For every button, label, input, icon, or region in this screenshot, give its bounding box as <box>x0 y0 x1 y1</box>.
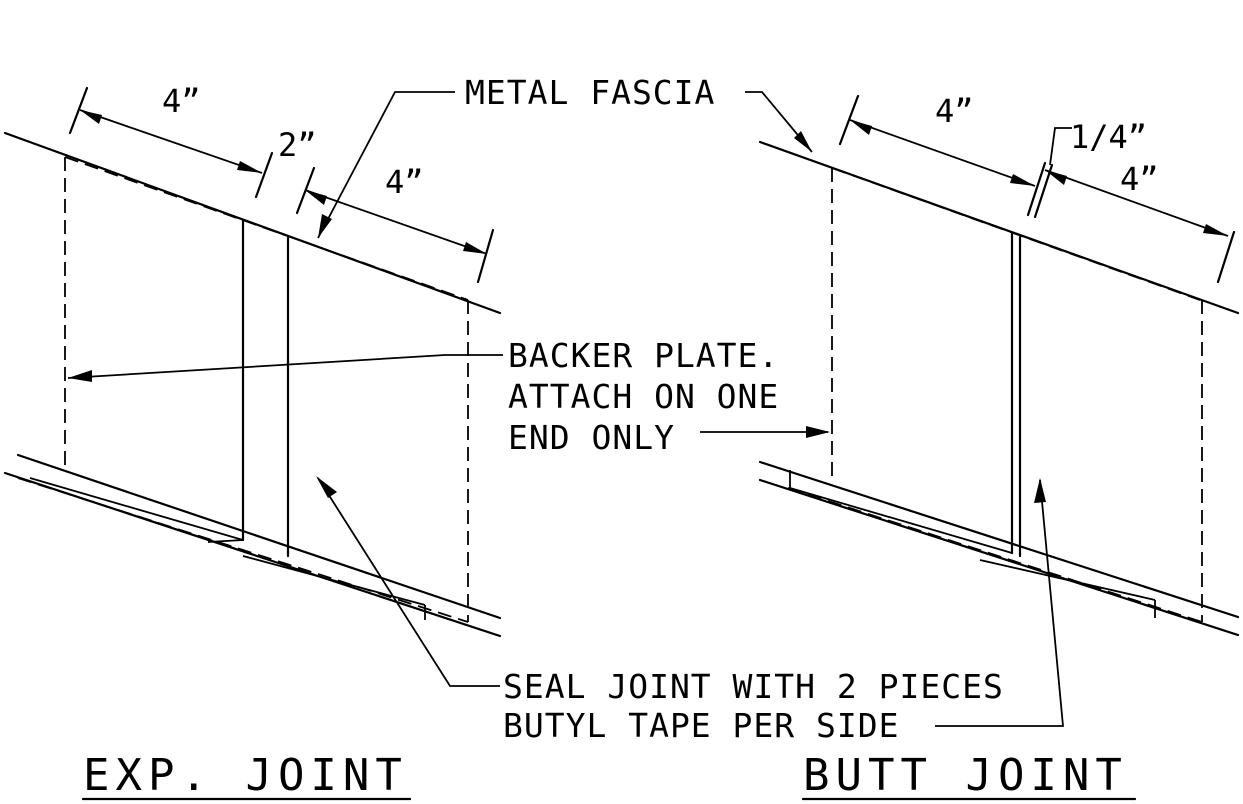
label-metal-fascia: METAL FASCIA <box>465 73 715 112</box>
dim-label-left-a: 4” <box>162 82 201 120</box>
dim-arrow <box>463 242 487 254</box>
title-exp-joint: EXP. JOINT <box>83 750 408 801</box>
dim-arrow <box>237 161 262 173</box>
dim-label-right-gap: 1/4” <box>1070 118 1147 156</box>
dim-tick-right <box>476 228 495 284</box>
dim-line-4in-b <box>1044 169 1229 237</box>
backer-plate-top <box>831 167 1201 301</box>
label-backer-line2: ATTACH ON ONE <box>508 377 779 416</box>
leader-arrow <box>316 476 337 498</box>
callout-backer-plate: BACKER PLATE. ATTACH ON ONE END ONLY <box>67 336 830 457</box>
label-backer-line3: END ONLY <box>508 418 675 457</box>
dim-line-4in-a <box>849 119 1036 187</box>
dim-label-left-b: 4” <box>385 163 424 201</box>
leader-arrow <box>806 426 830 438</box>
leader-seal-joint-right <box>935 479 1064 727</box>
fascia-bottom-edge <box>758 478 1240 637</box>
label-seal-line1: SEAL JOINT WITH 2 PIECES <box>503 667 1004 706</box>
dim-tick-right <box>1216 230 1236 284</box>
leader-seal-joint-left <box>317 477 500 687</box>
callout-seal-joint: SEAL JOINT WITH 2 PIECES BUTYL TAPE PER … <box>316 476 1064 745</box>
dim-arrow <box>305 190 327 205</box>
dim-tick-left <box>838 94 860 146</box>
butyl-tape-left <box>29 477 244 541</box>
leader-backer-plate <box>67 354 503 379</box>
backer-plate-bottom <box>17 477 469 623</box>
backer-plate-bottom <box>787 487 1203 623</box>
leader-arrow <box>1034 478 1046 503</box>
dim-label-right-b: 4” <box>1120 160 1159 198</box>
callout-metal-fascia: METAL FASCIA <box>317 73 813 239</box>
backer-plate-top <box>64 156 469 301</box>
leader-metal-fascia-right <box>745 91 813 153</box>
butyl-tape-left <box>789 487 1013 554</box>
dim-arrow <box>80 110 102 124</box>
fascia-bottom-edge-inner <box>758 460 1240 619</box>
dim-arrow <box>850 120 872 135</box>
dim-leader-quarter <box>1049 127 1072 166</box>
dim-tick-mid-a <box>1026 161 1047 217</box>
detail-titles: EXP. JOINT BUTT JOINT <box>81 750 1137 801</box>
title-butt-joint: BUTT JOINT <box>803 750 1128 801</box>
leader-metal-fascia-left <box>317 91 455 239</box>
dim-arrow <box>1203 224 1228 236</box>
leader-arrow <box>318 214 332 238</box>
leader-arrow <box>68 370 92 382</box>
butyl-tape-left-end <box>207 539 244 543</box>
dim-line-4in-b <box>304 189 488 255</box>
dim-arrow <box>1010 174 1035 186</box>
dim-tick-left <box>68 86 89 135</box>
dim-tick-mid-b <box>1033 163 1054 219</box>
label-backer-line1: BACKER PLATE. <box>508 336 779 375</box>
dim-label-left-gap: 2” <box>278 126 317 164</box>
butyl-tape-right <box>979 559 1156 601</box>
dim-line-4in-a <box>79 109 263 174</box>
butt-joint-detail: 4” 1/4” 4” <box>758 92 1240 637</box>
leader-arrow <box>794 131 812 152</box>
dim-arrow <box>1045 170 1067 185</box>
exp-joint-detail: 4” 2” 4” <box>3 82 502 638</box>
fascia-bottom-edge-inner <box>16 453 502 620</box>
butyl-tape-right <box>242 555 426 606</box>
label-seal-line2: BUTYL TAPE PER SIDE <box>503 706 900 745</box>
dim-tick-mid-a <box>254 151 274 199</box>
dim-label-right-a: 4” <box>935 92 974 130</box>
